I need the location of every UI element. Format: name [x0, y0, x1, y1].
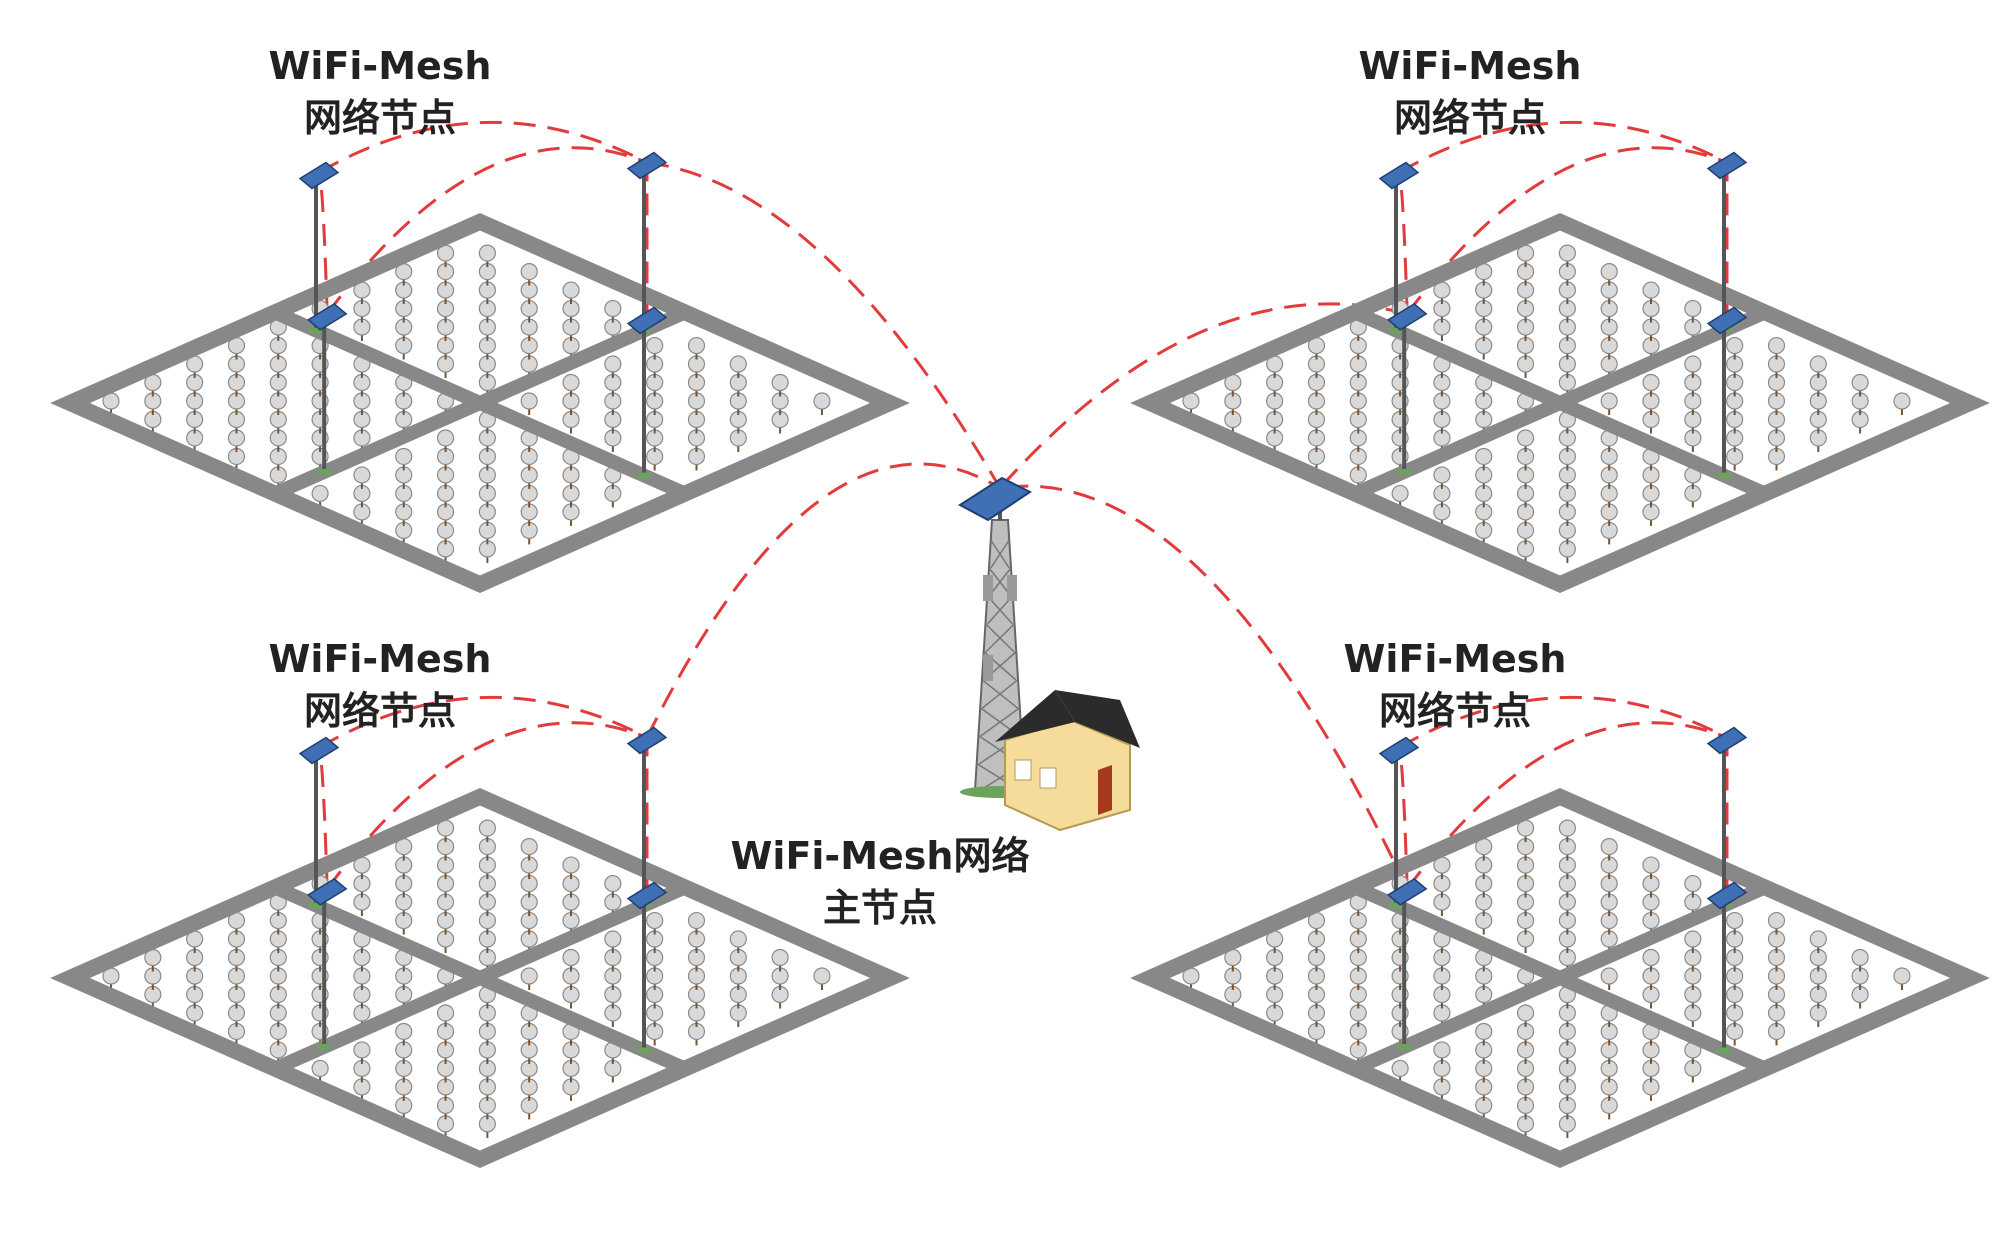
field-bottom-right	[1130, 726, 1990, 1168]
field-path	[1352, 305, 1768, 501]
fields	[50, 151, 1990, 1168]
solar-mesh-node-icon	[1378, 161, 1420, 334]
plants	[102, 244, 831, 563]
label-bottom-right-line1: WiFi-Mesh	[1343, 637, 1567, 681]
field-bottom-left	[50, 726, 910, 1168]
field-path	[272, 305, 688, 501]
wireless-link	[318, 695, 648, 749]
field-top-right	[1130, 151, 1990, 593]
field-border	[1130, 788, 1990, 1168]
solar-mesh-node-icon	[306, 302, 348, 475]
solar-mesh-node-icon	[626, 881, 668, 1054]
solar-mesh-node-icon	[626, 306, 668, 479]
wireless-link	[1405, 146, 1728, 315]
label-top-left-line1: WiFi-Mesh	[268, 44, 492, 88]
label-main-node-line2: 主节点	[822, 886, 937, 930]
wireless-link	[1398, 120, 1728, 174]
label-top-left-line2: 网络节点	[303, 96, 456, 140]
label-main-node: WiFi-Mesh网络 主节点	[731, 830, 1030, 934]
wireless-link	[1398, 695, 1728, 749]
label-top-right-line1: WiFi-Mesh	[1358, 44, 1582, 88]
solar-mesh-node-icon	[1386, 302, 1428, 475]
wireless-link	[646, 161, 1002, 489]
label-top-left: WiFi-Mesh 网络节点	[269, 40, 492, 144]
solar-mesh-node-icon	[1386, 877, 1428, 1050]
label-top-right-line2: 网络节点	[1393, 96, 1546, 140]
field-path	[1352, 880, 1768, 1076]
main-station	[958, 476, 1140, 832]
field-border	[1130, 213, 1990, 593]
wireless-link	[998, 302, 1408, 490]
wireless-link	[999, 484, 1409, 890]
field-top-left	[50, 151, 910, 593]
label-bottom-left-line1: WiFi-Mesh	[268, 637, 492, 681]
label-bottom-right: WiFi-Mesh 网络节点	[1344, 633, 1567, 737]
solar-mesh-node-icon	[1706, 881, 1748, 1054]
house-icon	[995, 690, 1140, 832]
wireless-link	[325, 721, 648, 890]
wireless-link	[645, 462, 1001, 739]
wireless-link	[325, 146, 648, 315]
solar-mesh-node-icon	[306, 877, 348, 1050]
field-border	[50, 213, 910, 593]
solar-mesh-node-icon	[1706, 306, 1748, 479]
wireless-link	[318, 120, 648, 174]
base-station-tower-icon	[958, 476, 1040, 798]
plants	[102, 819, 831, 1138]
wireless-link	[1405, 721, 1728, 890]
solar-mesh-node-icon	[298, 161, 340, 334]
plants	[1182, 819, 1911, 1138]
label-top-right: WiFi-Mesh 网络节点	[1359, 40, 1582, 144]
field-border	[50, 788, 910, 1168]
label-bottom-right-line2: 网络节点	[1378, 689, 1531, 733]
label-bottom-left-line2: 网络节点	[303, 689, 456, 733]
label-main-node-line1: WiFi-Mesh网络	[730, 834, 1030, 878]
label-bottom-left: WiFi-Mesh 网络节点	[269, 633, 492, 737]
field-path	[272, 880, 688, 1076]
